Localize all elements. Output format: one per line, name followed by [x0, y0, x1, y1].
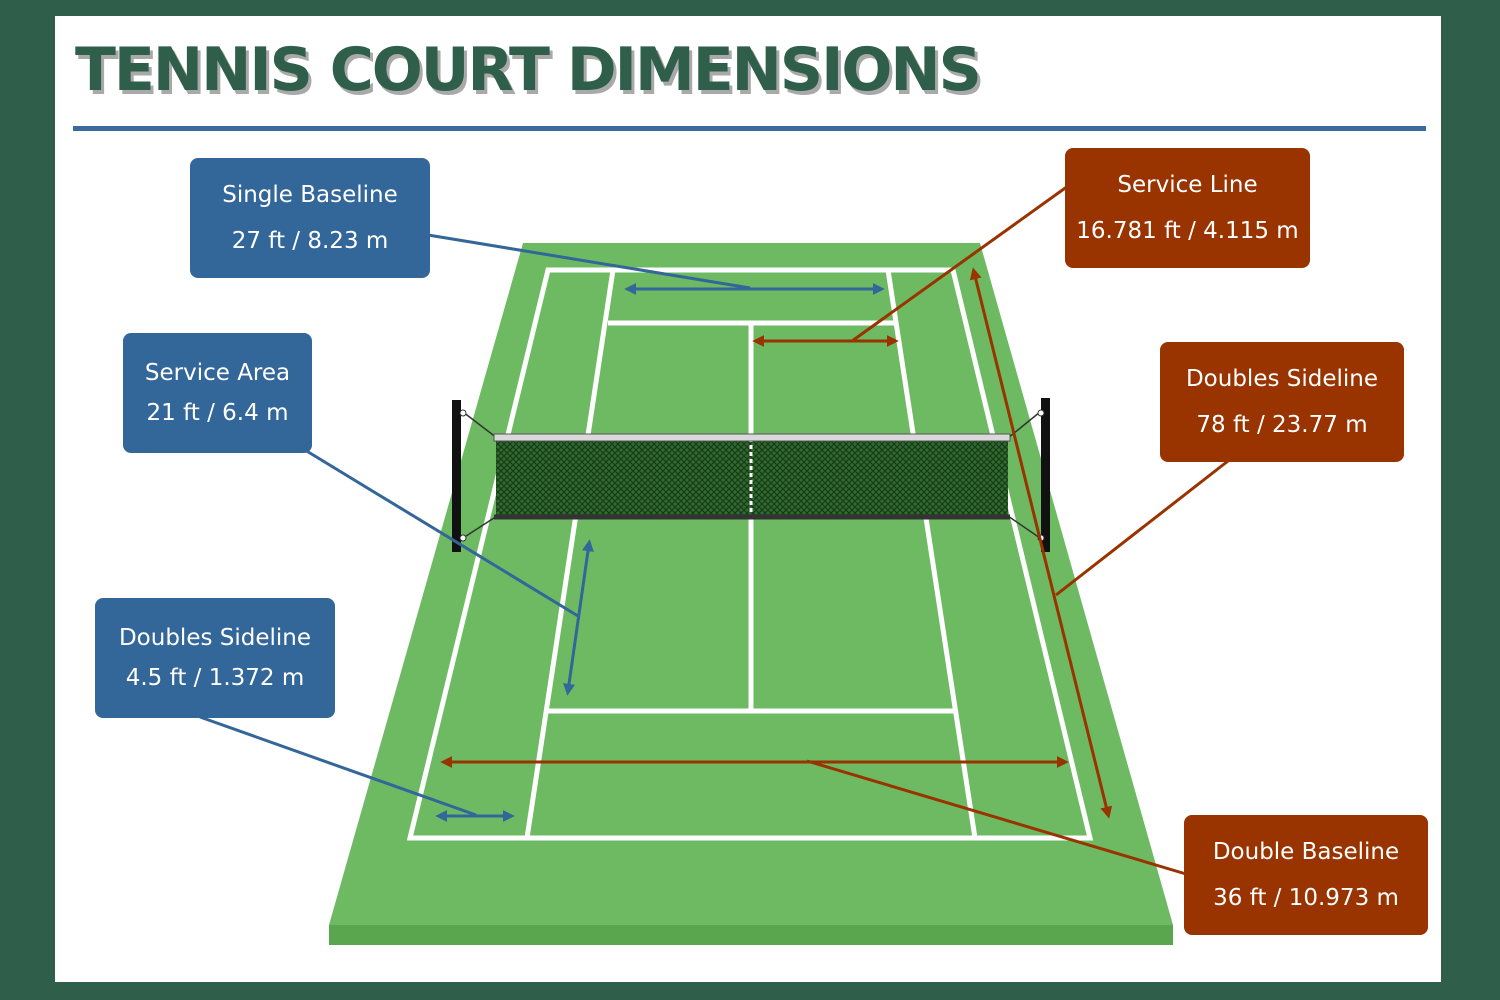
doubles-sideline-label-name: Doubles Sideline	[1185, 366, 1379, 392]
service-line-label: Service Line 16.781 ft / 4.115 m	[1065, 148, 1310, 268]
single-baseline-leader	[427, 233, 751, 290]
net-mesh	[496, 438, 1008, 518]
doubles-sideline-leader	[1055, 459, 1229, 597]
service-area-label-name: Service Area	[144, 360, 291, 386]
rust-callouts	[440, 184, 1229, 876]
net-post-left	[452, 400, 461, 552]
net-top-band	[493, 433, 1011, 442]
service-area-leader	[304, 448, 579, 618]
title-divider	[73, 126, 1426, 131]
alley-width-label: Doubles Sideline 4.5 ft / 1.372 m	[95, 598, 335, 718]
service-line-label-name: Service Line	[1117, 172, 1258, 198]
alley-width-leader	[199, 715, 477, 817]
doubles-sideline-label: Doubles Sideline 78 ft / 23.77 m	[1160, 342, 1404, 462]
alley-width-label-value: 4.5 ft / 1.372 m	[125, 665, 305, 691]
double-baseline-label: Double Baseline 36 ft / 10.973 m	[1184, 815, 1428, 935]
net-anchor-left-top	[459, 409, 467, 417]
double-baseline-label-name: Double Baseline	[1212, 839, 1400, 865]
single-baseline-label-name: Single Baseline	[222, 182, 398, 208]
page-title: TENNIS COURT DIMENSIONS	[75, 35, 982, 105]
alley-width-label-name: Doubles Sideline	[118, 625, 312, 651]
blue-callouts	[199, 233, 885, 822]
doubles-outline	[406, 267, 1094, 841]
doubles-sideline-arrow	[969, 267, 1113, 819]
service-line-label-value: 16.781 ft / 4.115 m	[1076, 218, 1299, 244]
net-anchor-right-top	[1037, 409, 1045, 417]
doubles-sideline-label-value: 78 ft / 23.77 m	[1196, 412, 1368, 438]
service-area-arrow	[563, 539, 594, 696]
service-line-leader	[851, 184, 1069, 343]
double-baseline-leader	[806, 759, 1187, 876]
court-base	[329, 925, 1173, 945]
double-baseline-label-value: 36 ft / 10.973 m	[1213, 885, 1399, 911]
left-guy-wire-top	[462, 411, 498, 439]
net-post-right	[1041, 398, 1050, 552]
single-baseline-label-value: 27 ft / 8.23 m	[231, 228, 389, 254]
service-area-label-value: 21 ft / 6.4 m	[146, 400, 289, 426]
singles-sideline-right	[885, 269, 978, 839]
left-guy-wire-bottom	[462, 515, 498, 539]
net-anchor-left-bottom	[459, 534, 467, 542]
service-area-label: Service Area 21 ft / 6.4 m	[123, 333, 312, 453]
single-baseline-label: Single Baseline 27 ft / 8.23 m	[190, 158, 430, 278]
